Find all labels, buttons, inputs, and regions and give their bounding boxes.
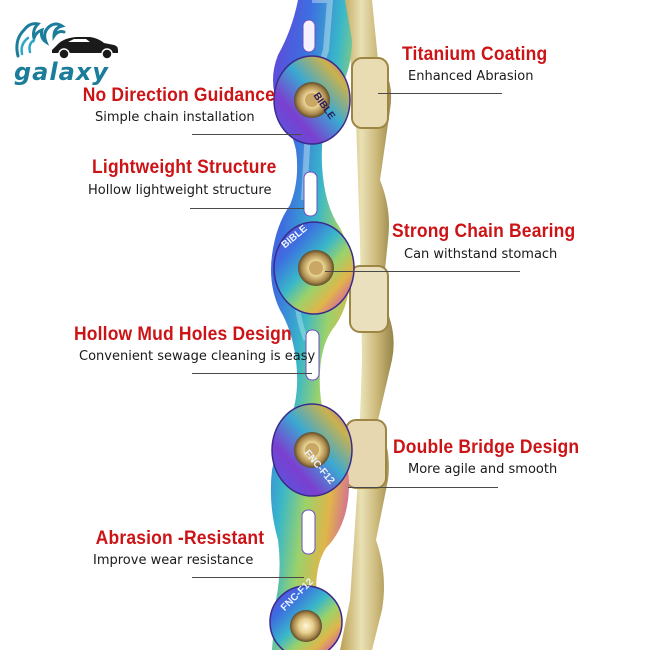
feature-title-double-bridge: Double Bridge Design <box>393 437 580 458</box>
feature-title-lightweight: Lightweight Structure <box>92 157 277 178</box>
feature-title-abrasion: Abrasion -Resistant <box>95 528 264 549</box>
callout-line <box>348 487 498 488</box>
feature-subtitle-no-direction: Simple chain installation <box>95 110 255 125</box>
feature-subtitle-double-bridge: More agile and smooth <box>408 462 558 477</box>
callout-line <box>192 577 304 578</box>
brand-logo <box>12 10 122 90</box>
feature-subtitle-mud-holes: Convenient sewage cleaning is easy <box>79 349 316 364</box>
callout-line <box>192 373 312 374</box>
feature-title-titanium: Titanium Coating <box>402 44 548 65</box>
callout-line <box>325 271 520 272</box>
feature-subtitle-lightweight: Hollow lightweight structure <box>88 183 272 198</box>
feature-title-mud-holes: Hollow Mud Holes Design <box>74 324 292 345</box>
callout-line <box>190 208 304 209</box>
brand-name: galaxy <box>14 58 109 86</box>
feature-subtitle-titanium: Enhanced Abrasion <box>408 69 534 84</box>
feature-title-no-direction: No Direction Guidance <box>82 85 275 106</box>
car-wave-logo-icon <box>15 22 118 60</box>
feature-subtitle-abrasion: Improve wear resistance <box>93 553 254 568</box>
feature-subtitle-bearing: Can withstand stomach <box>404 247 558 262</box>
callout-line <box>192 134 302 135</box>
feature-title-bearing: Strong Chain Bearing <box>392 221 576 242</box>
callout-line <box>378 93 502 94</box>
